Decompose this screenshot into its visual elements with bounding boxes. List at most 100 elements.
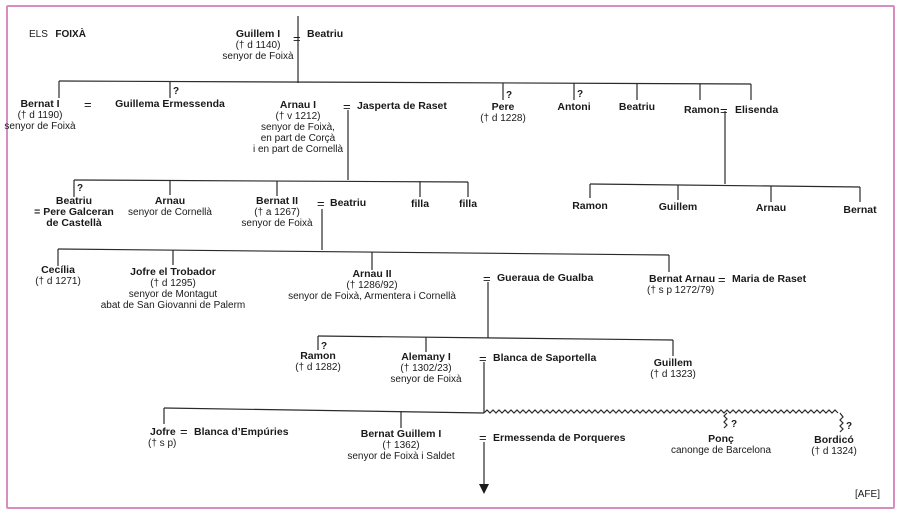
person-gueraua: Gueraua de Gualba: [497, 272, 593, 284]
person-name: Guillem I: [236, 28, 280, 40]
illegitimate-drop: [839, 412, 844, 433]
person-detail: senyor de Foixà: [4, 121, 76, 132]
person-beatriu-b2: Beatriu: [330, 197, 366, 209]
person-name: Beatriu: [56, 195, 92, 207]
person-filla2: filla: [459, 198, 477, 210]
sibling-bar: [58, 80, 752, 85]
person-detail: senyor de Foixà, Armentera i Cornellà: [288, 291, 456, 302]
person-name: Jofre el Trobador: [130, 266, 216, 278]
sibling-bar: [57, 248, 670, 256]
person-name: Gueraua de Gualba: [497, 272, 593, 284]
person-detail: († d 1140): [236, 40, 281, 51]
marriage-symbol: =: [293, 31, 301, 46]
person-beatriu-g2: Beatriu: [619, 101, 655, 113]
person-detail: canonge de Barcelona: [671, 445, 772, 456]
person-name: Blanca d’Empúries: [194, 426, 289, 438]
person-name: Bernat: [843, 204, 877, 216]
person-name: Alemany I: [401, 351, 451, 363]
person-ramon-e: Ramon: [572, 200, 608, 212]
person-name: Ermessenda de Porqueres: [493, 432, 626, 444]
person-name: Cecília: [41, 264, 75, 276]
person-name: Bernat Arnau: [649, 273, 715, 285]
diagram-frame: [6, 5, 895, 509]
illegitimate-drop: [723, 412, 728, 429]
person-bernat-arnau: Bernat Arnau(† s p 1272/79): [647, 273, 715, 296]
person-detail: († s p): [148, 438, 176, 449]
uncertain-mark: ?: [846, 421, 852, 432]
marriage-symbol: =: [479, 430, 487, 445]
person-name: Jofre: [150, 426, 176, 438]
person-name: Guillema Ermessenda: [115, 98, 225, 110]
title-family: FOIXÀ: [55, 27, 86, 40]
uncertain-markers: ? ? ? ? ? ? ?: [77, 86, 852, 432]
person-bernat-ii: Bernat II(† a 1267)senyor de Foixà: [241, 195, 313, 229]
person-detail: senyor de Foixà: [390, 374, 462, 385]
person-detail: († d 1282): [295, 362, 341, 373]
person-name: Arnau I: [280, 99, 316, 111]
person-name: Antoni: [557, 101, 590, 113]
person-detail: abat de San Giovanni de Palerm: [101, 300, 246, 311]
person-name: Blanca de Saportella: [493, 352, 596, 364]
person-name: filla: [411, 198, 429, 210]
continuation-arrow-icon: [479, 484, 489, 494]
person-detail: en part de Corçà: [261, 133, 336, 144]
marriage-symbol: =: [483, 271, 491, 286]
person-ermessenda: Ermessenda de Porqueres: [493, 432, 626, 444]
person-alemany-i: Alemany I(† 1302/23)senyor de Foixà: [390, 351, 462, 385]
person-name: Ponç: [708, 433, 734, 445]
person-maria-raset: Maria de Raset: [732, 273, 807, 285]
person-jasperta: Jasperta de Raset: [357, 100, 447, 112]
person-guillema: Guillema Ermessenda: [115, 98, 225, 110]
person-name: Guillem: [654, 357, 693, 369]
person-blanca-empuries: Blanca d’Empúries: [194, 426, 289, 438]
person-name: Arnau II: [352, 268, 391, 280]
marriage-symbols: = = = = = = = = = =: [84, 31, 728, 445]
person-name: Ramon: [300, 350, 336, 362]
person-name: Bernat II: [256, 195, 298, 207]
spouse-name: = Pere Galceran: [34, 206, 114, 218]
marriage-symbol: =: [317, 196, 325, 211]
person-bernat-i: Bernat I(† d 1190)senyor de Foixà: [4, 98, 76, 132]
person-detail: senyor de Foixà: [241, 218, 313, 229]
uncertain-mark: ?: [731, 419, 737, 430]
person-jofre-trobador: Jofre el Trobador(† d 1295)senyor de Mon…: [101, 266, 246, 311]
connector-lines: [57, 16, 861, 485]
person-detail: († v 1212): [275, 111, 320, 122]
person-name: Elisenda: [735, 104, 778, 116]
person-detail: senyor de Foixà,: [261, 122, 335, 133]
person-pere: Pere(† d 1228): [480, 101, 526, 124]
marriage-symbol: =: [479, 351, 487, 366]
person-detail: († 1362): [382, 440, 419, 451]
person-name: Ramon: [684, 104, 720, 116]
person-detail: († d 1271): [35, 276, 81, 287]
person-name: Bernat Guillem I: [361, 428, 442, 440]
person-name: Guillem: [659, 201, 698, 213]
uncertain-mark: ?: [77, 183, 83, 194]
person-detail: i en part de Cornellà: [253, 144, 343, 155]
person-arnau-e: Arnau: [756, 202, 786, 214]
person-cecilia: Cecília(† d 1271): [35, 264, 81, 287]
person-detail: († a 1267): [254, 207, 300, 218]
person-guillem-i: Guillem I(† d 1140)senyor de Foixà: [222, 28, 294, 62]
person-name: Maria de Raset: [732, 273, 807, 285]
person-bernat-guillem-i: Bernat Guillem I(† 1362)senyor de Foixà …: [347, 428, 455, 462]
person-guillem-g5: Guillem(† d 1323): [650, 357, 696, 380]
person-name: Arnau: [756, 202, 786, 214]
person-detail: († d 1323): [650, 369, 696, 380]
person-blanca-saportella: Blanca de Saportella: [493, 352, 596, 364]
person-detail: senyor de Foixà i Saldet: [347, 451, 455, 462]
person-antoni: Antoni: [557, 101, 590, 113]
person-arnau-ii: Arnau II(† 1286/92)senyor de Foixà, Arme…: [288, 268, 456, 302]
person-guillem-e: Guillem: [659, 201, 698, 213]
person-bernat-e: Bernat: [843, 204, 877, 216]
person-beatriu-g1: Beatriu: [307, 28, 343, 40]
person-arnau-i: Arnau I(† v 1212)senyor de Foixà,en part…: [253, 99, 343, 155]
marriage-symbol: =: [720, 103, 728, 118]
person-detail: senyor de Cornellà: [128, 207, 212, 218]
person-name: Bernat I: [20, 98, 59, 110]
title-prefix: ELS: [29, 29, 48, 40]
